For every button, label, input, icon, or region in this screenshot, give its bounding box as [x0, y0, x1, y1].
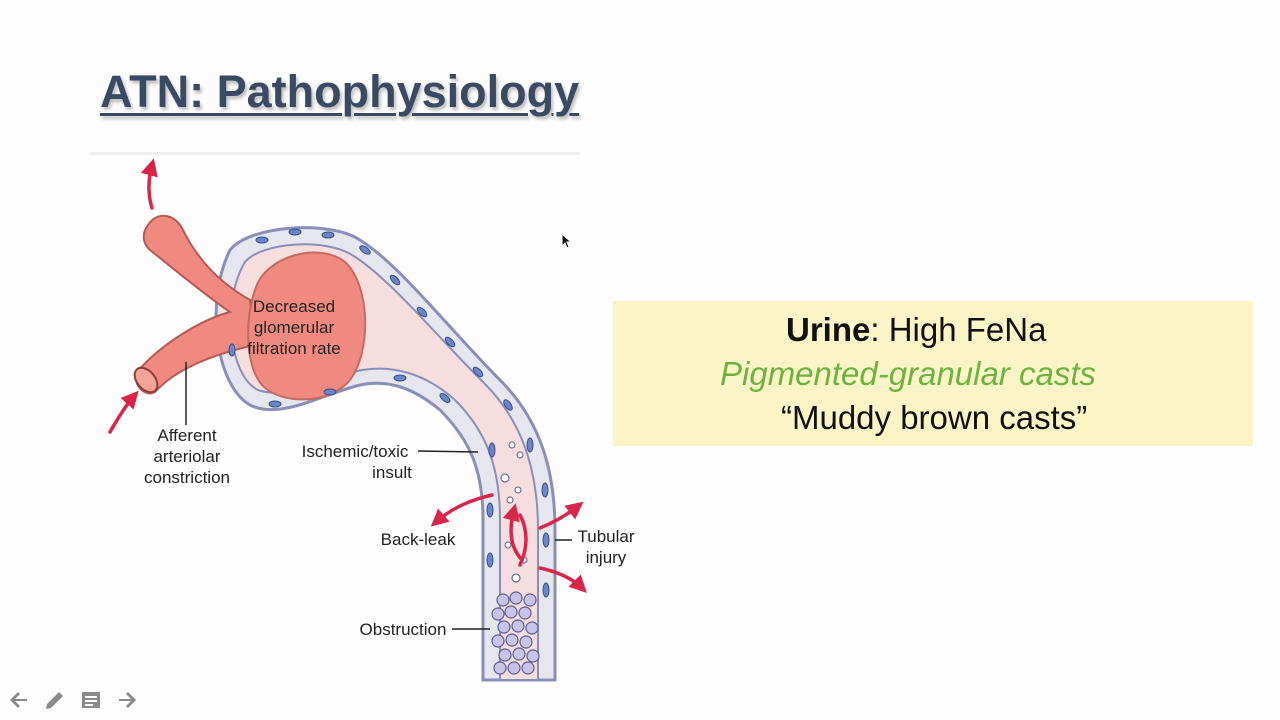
arrow-flow-loop-2 — [518, 513, 528, 567]
cast-obstruction — [491, 591, 540, 675]
pen-icon[interactable] — [42, 688, 68, 714]
label-afferent-3: constriction — [144, 468, 230, 487]
arrow-tubular-out — [538, 501, 584, 530]
label-backleak: Back-leak — [381, 530, 456, 549]
slide-toolbar — [6, 688, 140, 714]
urine-callout: Urine: High FeNa Pigmented-granular cast… — [613, 301, 1253, 446]
glomerulus — [247, 251, 367, 401]
slide-title: ATN: Pathophysiology — [100, 66, 580, 117]
label-gfr-1: Decreased — [253, 297, 335, 316]
label-tubular-2: injury — [586, 548, 627, 567]
arrow-tubular-out-2 — [538, 566, 587, 593]
muddy-line: “Muddy brown casts” — [781, 399, 1088, 436]
label-ischemic-1: Ischemic/toxic — [302, 442, 409, 461]
urine-line: Urine: High FeNa — [786, 311, 1046, 349]
label-afferent-2: arteriolar — [153, 447, 220, 466]
menu-icon[interactable] — [78, 688, 104, 714]
label-gfr-2: glomerular — [254, 318, 335, 337]
label-afferent-1: Afferent — [157, 426, 217, 445]
urine-label: Urine — [786, 311, 871, 348]
label-obstruction: Obstruction — [360, 620, 447, 639]
mouse-cursor-icon — [561, 233, 571, 249]
arteriole-opening — [133, 366, 159, 394]
arrow-flow-loop — [502, 503, 524, 562]
arrow-backleak — [430, 493, 494, 527]
arrow-right-icon[interactable] — [114, 688, 140, 714]
label-gfr-3: filtration rate — [247, 339, 341, 358]
arrow-out-top — [140, 158, 158, 210]
arrow-in-bottom — [108, 390, 139, 434]
label-ischemic-2: insult — [372, 463, 412, 482]
label-tubular-1: Tubular — [577, 527, 634, 546]
divider — [90, 152, 580, 155]
casts-line: Pigmented-granular casts — [720, 355, 1097, 392]
arrow-left-icon[interactable] — [6, 688, 32, 714]
afferent-arteriole — [134, 214, 257, 395]
urine-value: : High FeNa — [870, 311, 1047, 348]
